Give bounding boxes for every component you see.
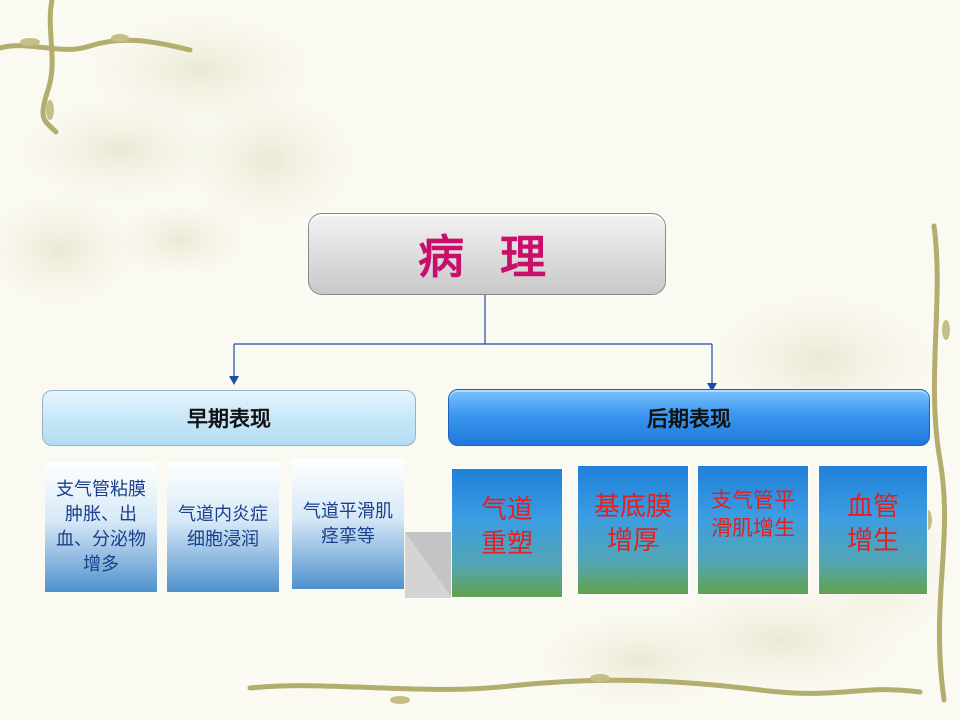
arrowhead-early (229, 376, 239, 385)
category-early-label: 早期表现 (187, 407, 271, 431)
root-node-label: 病 理 (417, 230, 556, 284)
early-item-smooth-muscle-spasm: 气道平滑肌痉挛等 (292, 459, 404, 589)
category-early: 早期表现 (42, 390, 416, 446)
late-item-vascular-proliferation: 血管增生 (818, 465, 928, 595)
late-item-text: 血管增生 (846, 492, 899, 556)
early-item-text: 支气管粘膜肿胀、出血、分泌物增多 (56, 479, 146, 575)
early-item-text: 气道平滑肌痉挛等 (303, 501, 393, 547)
early-item-text: 气道内炎症细胞浸润 (178, 504, 268, 550)
grey-shadow-taper (405, 532, 452, 598)
late-item-text: 气道重塑 (480, 495, 533, 559)
late-item-smooth-muscle-hyperplasia: 支气管平滑肌增生 (697, 465, 809, 595)
late-item-text: 支气管平滑肌增生 (711, 488, 795, 540)
faded-flower-top-left (0, 10, 360, 310)
late-item-text: 基底膜增厚 (593, 492, 672, 556)
category-late-label: 后期表现 (647, 406, 731, 431)
early-item-mucosal-swelling: 支气管粘膜肿胀、出血、分泌物增多 (45, 462, 157, 592)
arrowhead-late (707, 383, 717, 392)
early-item-inflammatory-infiltration: 气道内炎症细胞浸润 (167, 462, 279, 592)
late-item-airway-remodeling: 气道重塑 (451, 468, 563, 598)
category-late: 后期表现 (448, 389, 930, 446)
root-node-pathology: 病 理 (308, 213, 666, 295)
late-item-basement-membrane-thickening: 基底膜增厚 (577, 465, 689, 595)
